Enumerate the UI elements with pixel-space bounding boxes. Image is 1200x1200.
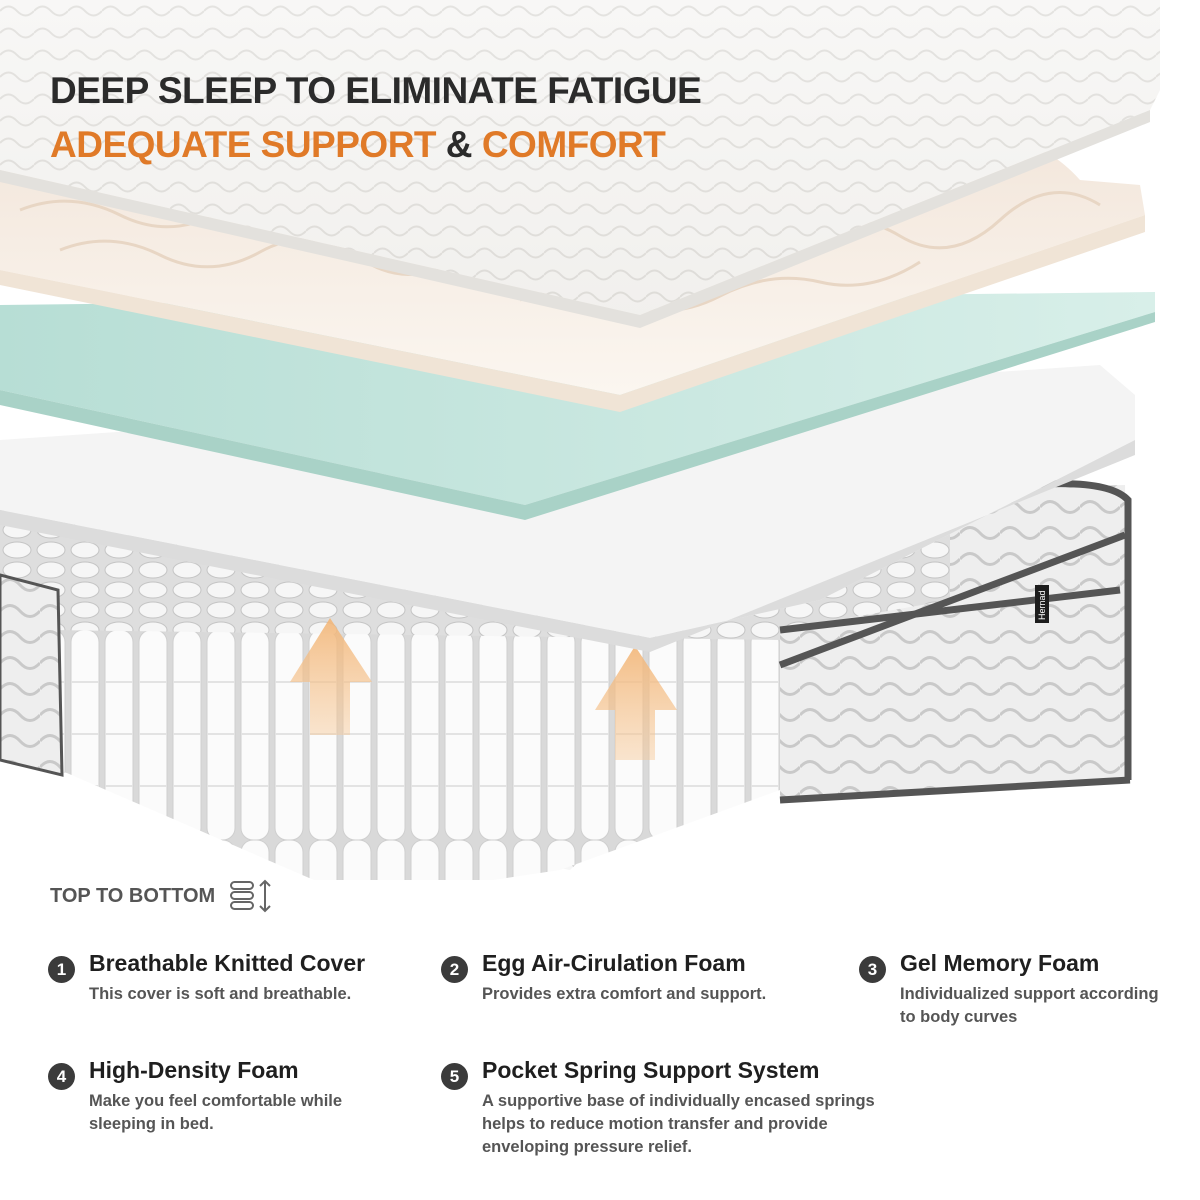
top-to-bottom-text: TOP TO BOTTOM <box>50 884 216 907</box>
headline-primary: DEEP SLEEP TO ELIMINATE FATIGUE <box>50 70 702 111</box>
number-badge: 3 <box>859 956 886 983</box>
knitted-cover-layer <box>0 0 1160 328</box>
brand-tag: Hernad <box>1037 590 1047 620</box>
feature-3: 3 Gel Memory Foam Individualized support… <box>859 950 1179 1029</box>
feature-description: Provides extra comfort and support. <box>482 985 767 1003</box>
feature-description: Make you feel comfortable while sleeping… <box>89 1092 343 1133</box>
support-arrow-icon <box>595 646 677 760</box>
top-to-bottom-label: TOP TO BOTTOM <box>50 878 273 914</box>
support-arrow-icon <box>290 618 372 735</box>
number-badge: 5 <box>441 1063 468 1090</box>
number-badge: 4 <box>48 1063 75 1090</box>
headline-comfort: COMFORT <box>481 124 666 165</box>
feature-description: Individualized support according to body… <box>900 985 1159 1026</box>
feature-title: Gel Memory Foam <box>900 950 1100 976</box>
feature-4: 4 High-Density Foam Make you feel comfor… <box>48 1057 408 1136</box>
feature-title: Egg Air-Cirulation Foam <box>482 950 746 976</box>
feature-description: A supportive base of individually encase… <box>482 1092 875 1156</box>
feature-title: Pocket Spring Support System <box>482 1057 820 1083</box>
headline-support: ADEQUATE SUPPORT <box>50 124 437 165</box>
mattress-layers-illustration: Hernad <box>0 0 1160 880</box>
left-side-panel <box>0 573 64 777</box>
feature-1: 1 Breathable Knitted Cover This cover is… <box>48 950 408 1006</box>
number-badge: 1 <box>48 956 75 983</box>
feature-5: 5 Pocket Spring Support System A support… <box>441 1057 901 1159</box>
layers-updown-icon <box>230 879 271 913</box>
spring-front-coils <box>50 630 780 880</box>
headline-ampersand: & <box>445 124 473 165</box>
feature-title: Breathable Knitted Cover <box>89 950 366 976</box>
headline-secondary: ADEQUATE SUPPORT & COMFORT <box>50 124 666 166</box>
number-badge: 2 <box>441 956 468 983</box>
feature-description: This cover is soft and breathable. <box>89 985 352 1003</box>
feature-title: High-Density Foam <box>89 1057 299 1083</box>
feature-2: 2 Egg Air-Cirulation Foam Provides extra… <box>441 950 821 1006</box>
